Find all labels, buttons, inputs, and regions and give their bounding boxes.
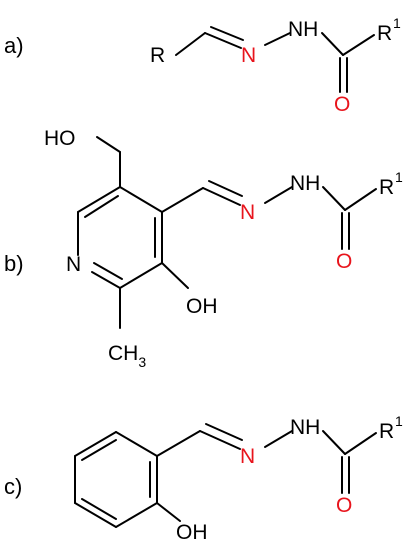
bond-ring-6-inner: [81, 439, 117, 461]
atom-r1-superscript: 1: [393, 15, 401, 31]
panel-b: b) HO N OH CH3 N NH R 1 O: [4, 127, 403, 370]
bond-nh-c: [322, 186, 346, 211]
atom-n-ring: N: [66, 253, 81, 276]
bond-ch2-oh: [96, 136, 121, 153]
bond-n-nh: [264, 430, 293, 448]
atom-ch3-c: CH: [108, 342, 138, 365]
bond-ch-n-1: [199, 430, 241, 450]
bond-ring-4: [74, 502, 117, 528]
bond-n-nh: [264, 186, 293, 204]
atom-r: R: [150, 44, 165, 67]
bond-ring-1: [115, 431, 158, 457]
atom-r1-superscript: 1: [395, 413, 403, 429]
bond-ring-oh: [156, 502, 181, 522]
atom-ho: HO: [44, 127, 76, 150]
atom-r1-superscript: 1: [395, 169, 403, 185]
bond-c4-ch: [161, 187, 204, 213]
atom-r1: R: [377, 22, 392, 45]
bond-ring-4-inner: [81, 498, 117, 520]
atom-nh: NH: [290, 172, 320, 195]
atom-oh: OH: [186, 295, 218, 318]
bond-ch-n-2: [205, 423, 243, 441]
atom-r1: R: [379, 420, 394, 443]
bond-r-ch: [175, 32, 206, 56]
panel-c: c) OH N NH R 1 O: [4, 413, 403, 544]
bond-ch-n-2: [208, 180, 243, 197]
bond-c5-c4: [119, 186, 163, 213]
atom-r1: R: [379, 176, 394, 199]
bond-nh-c: [321, 32, 344, 56]
bond-c6-c5-inner: [84, 195, 119, 218]
panel-b-label: b): [4, 251, 24, 276]
panel-c-label: c): [4, 474, 22, 499]
atom-n-imine: N: [240, 201, 255, 224]
panel-a: a) R N NH R 1 O: [4, 15, 401, 116]
bond-ch-n-2: [210, 26, 244, 41]
bond-c6-c5: [77, 186, 121, 213]
atom-n-imine: N: [241, 44, 256, 67]
atom-o: O: [336, 494, 352, 517]
bond-n-nh: [264, 32, 291, 46]
bond-c2-n-inner: [93, 262, 123, 280]
atom-oh: OH: [176, 521, 208, 544]
bond-c3-c2: [119, 262, 163, 289]
bond-c-r1: [344, 432, 377, 455]
atom-o: O: [336, 250, 352, 273]
atom-o: O: [334, 93, 350, 116]
atom-nh: NH: [288, 18, 318, 41]
atom-nh: NH: [290, 416, 320, 439]
bond-ring-3: [115, 502, 158, 528]
bond-c3-oh: [161, 262, 189, 289]
bond-c-r1: [342, 34, 375, 56]
atom-ch3: CH3: [108, 342, 146, 370]
bond-c-r1: [344, 188, 377, 211]
bond-ring-6: [74, 431, 117, 457]
bond-c2-n: [91, 271, 121, 289]
bond-ring-ch: [156, 430, 201, 457]
panel-a-label: a): [4, 33, 24, 58]
bond-ch-n-1: [202, 187, 241, 206]
bond-ch-n-1: [204, 32, 242, 49]
bond-nh-c: [322, 430, 346, 455]
atom-n-imine: N: [240, 445, 255, 468]
atom-ch3-subscript: 3: [138, 354, 146, 370]
